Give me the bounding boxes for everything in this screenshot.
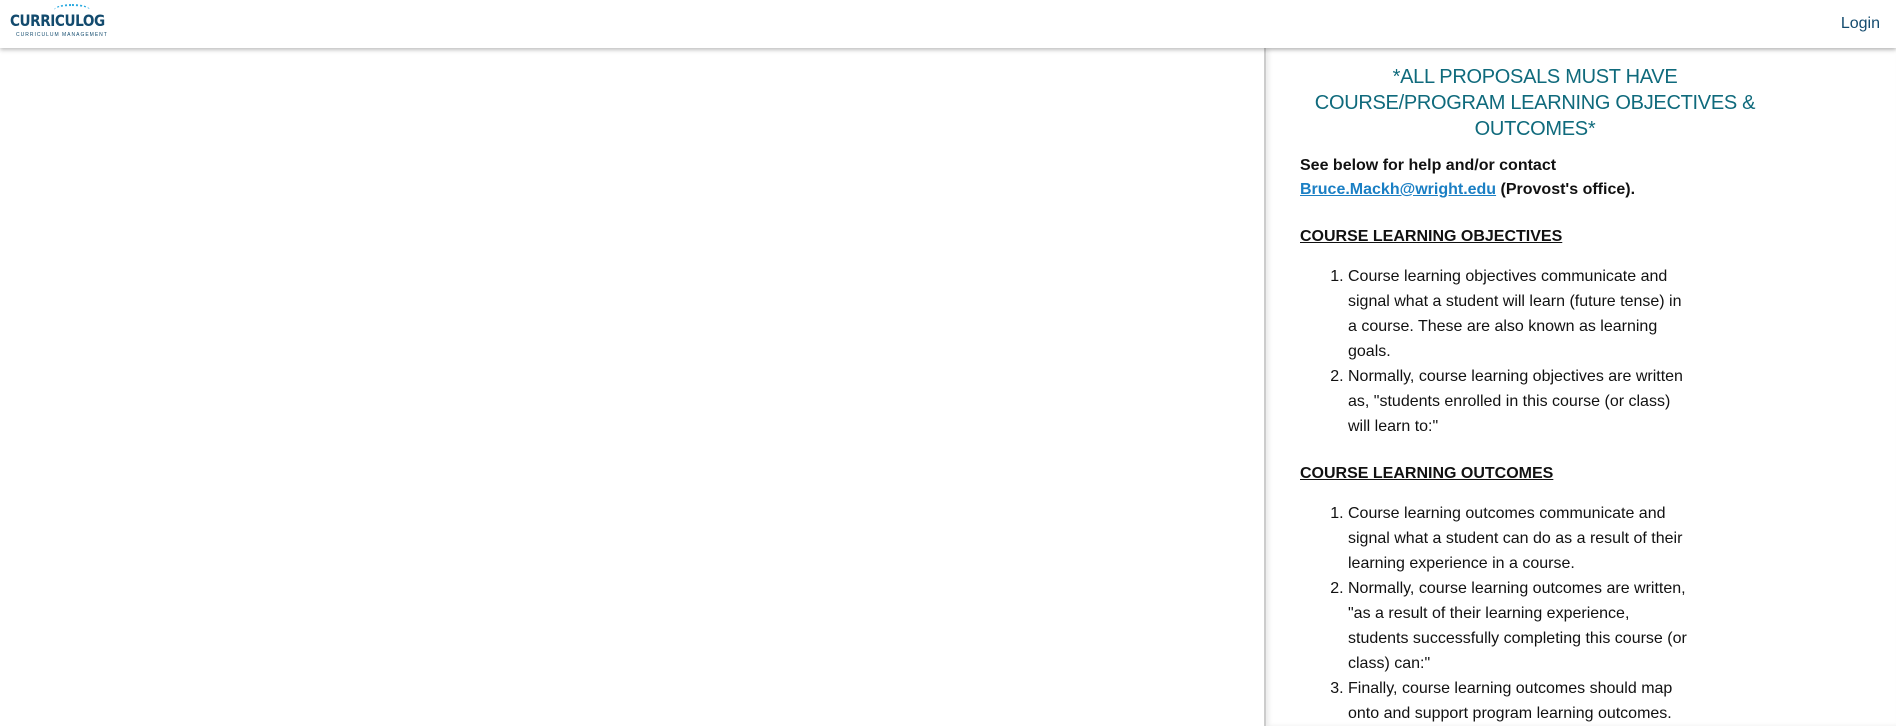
list-item: Finally, course learning outcomes should… (1348, 676, 1688, 726)
intro-prefix: See below for help and/or contact (1300, 157, 1557, 174)
intro-text: See below for help and/or contact Bruce.… (1300, 154, 1896, 202)
list-item: Normally, course learning outcomes are w… (1348, 576, 1688, 676)
email-link[interactable]: Bruce.Mackh@wright.edu (1300, 181, 1497, 198)
list-item: Normally, course learning objectives are… (1348, 364, 1688, 439)
logo-text: CURRICULOG (10, 11, 105, 30)
logo-subtext: CURRICULUM MANAGEMENT (16, 32, 108, 38)
intro-suffix: (Provost's office). (1496, 181, 1636, 198)
main-content-area (0, 48, 1264, 726)
outcomes-heading: COURSE LEARNING OUTCOMES (1300, 465, 1554, 482)
login-link[interactable]: Login (1840, 15, 1880, 32)
logo-arc-icon (54, 4, 90, 16)
curriculog-logo[interactable]: CURRICULOG CURRICULUM MANAGEMENT (10, 4, 108, 46)
top-header: CURRICULOG CURRICULUM MANAGEMENT Login (0, 0, 1896, 48)
objectives-heading: COURSE LEARNING OBJECTIVES (1300, 228, 1563, 245)
list-item: Course learning outcomes communicate and… (1348, 501, 1688, 576)
help-side-panel: *ALL PROPOSALS MUST HAVE COURSE/PROGRAM … (1264, 48, 1896, 726)
list-item: Course learning objectives communicate a… (1348, 264, 1688, 364)
objectives-list: Course learning objectives communicate a… (1300, 264, 1688, 439)
panel-title: *ALL PROPOSALS MUST HAVE COURSE/PROGRAM … (1314, 66, 1756, 140)
outcomes-list: Course learning outcomes communicate and… (1300, 501, 1688, 726)
